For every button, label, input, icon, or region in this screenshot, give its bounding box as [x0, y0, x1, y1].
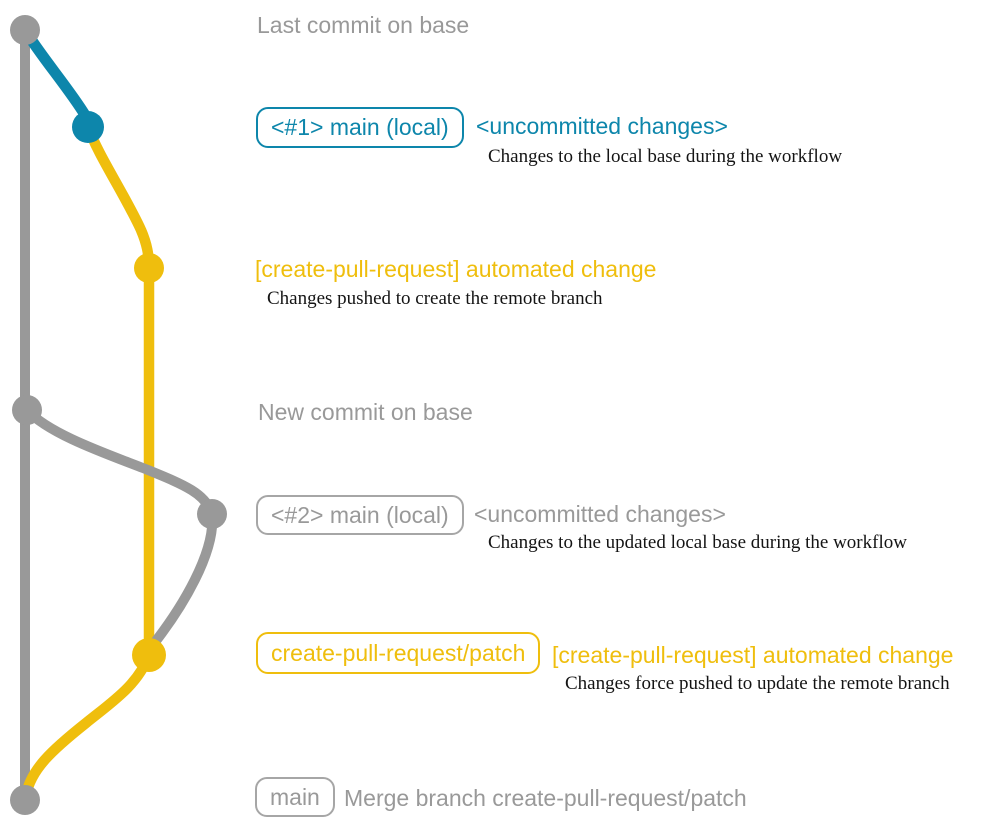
branch-badge-patch-label: create-pull-request/patch — [271, 639, 526, 666]
merge-commit-label: Merge branch create-pull-request/patch — [344, 785, 747, 811]
commit-graph — [10, 15, 227, 815]
commit-dot-last-base — [10, 15, 40, 45]
commit-dot-local-2 — [197, 499, 227, 529]
merge-curve — [20, 649, 155, 802]
automated-change-title-2: [create-pull-request] automated change — [552, 642, 954, 668]
uncommitted-changes-desc-2: Changes to the updated local base during… — [488, 532, 907, 553]
branch-badge-main-local-2: <#2> main (local) — [256, 495, 464, 535]
branch-badge-patch: create-pull-request/patch — [256, 632, 541, 674]
branch-badge-main: main — [255, 777, 335, 817]
rebase-curve-out — [22, 405, 217, 519]
branch-badge-main-local-1-label: <#1> main (local) — [271, 114, 449, 140]
new-commit-label: New commit on base — [258, 399, 473, 425]
commit-dot-remote-2 — [132, 638, 166, 672]
commit-dot-merge — [10, 785, 40, 815]
last-commit-label: Last commit on base — [257, 12, 470, 38]
uncommitted-changes-title-2: <uncommitted changes> — [474, 501, 726, 527]
commit-dot-new-base — [12, 395, 42, 425]
uncommitted-changes-title-1: <uncommitted changes> — [476, 113, 728, 139]
local-change-curve-1 — [19, 24, 94, 133]
remote-branch-line — [82, 121, 155, 661]
automated-change-desc-2: Changes force pushed to update the remot… — [565, 673, 950, 694]
commit-dot-remote-1 — [134, 253, 164, 283]
automated-change-desc-1: Changes pushed to create the remote bran… — [267, 288, 603, 309]
uncommitted-changes-desc-1: Changes to the local base during the wor… — [488, 146, 843, 167]
branch-badge-main-label: main — [270, 783, 320, 810]
automated-change-title-1: [create-pull-request] automated change — [255, 256, 657, 282]
branch-badge-main-local-2-label: <#2> main (local) — [271, 501, 449, 528]
rebase-curve-in — [147, 509, 218, 651]
branch-badge-main-local-1: <#1> main (local) — [256, 107, 464, 148]
commit-dot-local-1 — [72, 111, 104, 143]
